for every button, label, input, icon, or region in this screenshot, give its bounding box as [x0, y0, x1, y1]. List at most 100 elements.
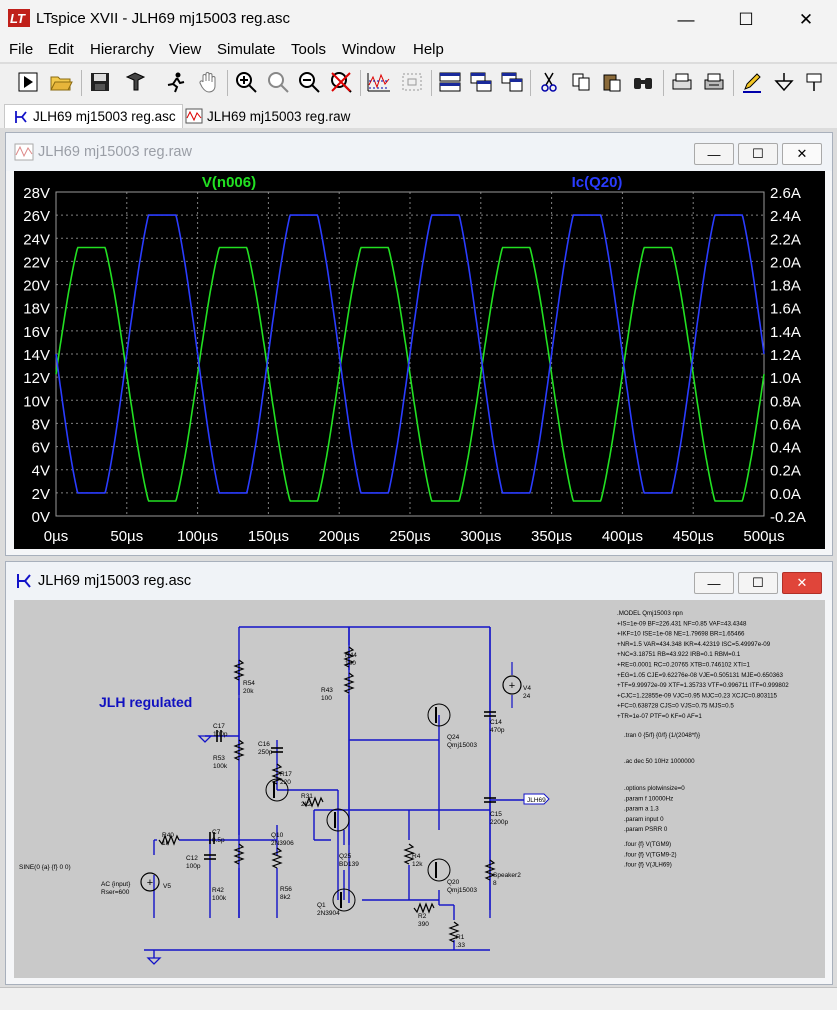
halt-button[interactable] — [162, 68, 190, 96]
waveform-window-titlebar[interactable]: JLH69 mj15003 reg.raw — ☐ ✕ — [6, 133, 832, 171]
waveform-close-button[interactable]: ✕ — [782, 143, 822, 165]
toolbar — [0, 64, 837, 102]
zoom-pan-button[interactable] — [264, 68, 292, 96]
pan-hand-icon — [199, 72, 216, 93]
tab-waveform[interactable]: JLH69 mj15003 reg.raw — [177, 104, 356, 128]
right-axis-tick-label: 2.4A — [770, 208, 801, 225]
component-value-label: 100p — [213, 731, 228, 738]
close-icon: ✕ — [796, 146, 808, 161]
component-ref-label: C17 — [213, 723, 225, 730]
cascade-icon — [470, 72, 492, 92]
component-value-label: 220 — [280, 779, 291, 786]
menu-help[interactable]: Help — [413, 41, 444, 58]
open-button[interactable] — [47, 68, 75, 96]
component-value-label: 100p — [186, 863, 201, 870]
zoom-out-button[interactable] — [295, 68, 323, 96]
left-axis-tick-label: 0V — [32, 509, 50, 526]
menu-tools[interactable]: Tools — [291, 41, 327, 58]
waveform-window-title: JLH69 mj15003 reg.raw — [38, 144, 192, 160]
menu-window[interactable]: Window — [342, 41, 396, 58]
copy-icon — [572, 73, 590, 91]
save-button[interactable] — [86, 68, 114, 96]
cascade-button[interactable] — [467, 68, 495, 96]
spice-model-line: .MODEL Qmj15003 npn — [617, 610, 683, 617]
component-ref-label: C12 — [186, 855, 198, 862]
schematic-window-titlebar[interactable]: JLH69 mj15003 reg.asc — ☐ ✕ — [6, 562, 832, 600]
resistor-symbol — [484, 859, 496, 881]
cut-icon — [541, 72, 557, 92]
transistor-symbol — [332, 888, 356, 912]
spice-model-line: +CJC=1.22855e-09 VJC=0.95 MJC=0.23 XCJC=… — [617, 692, 778, 699]
zoom-in-button[interactable] — [232, 68, 260, 96]
component-value-label: 2N3904 — [317, 910, 340, 917]
tile-vertical-icon — [501, 72, 523, 92]
voltage-source-symbol — [502, 675, 522, 695]
transistor-symbol — [427, 703, 451, 727]
pencil-button[interactable] — [738, 68, 766, 96]
print-setup-button[interactable] — [668, 68, 696, 96]
paste-icon — [603, 74, 621, 92]
zoom-pan-icon — [268, 72, 289, 93]
spice-directive: .param a 1.3 — [624, 806, 659, 813]
right-axis-tick-label: 0.6A — [770, 416, 801, 433]
menu-edit[interactable]: Edit — [48, 41, 74, 58]
spice-directive: .param PSRR 0 — [624, 826, 668, 833]
run-button[interactable] — [14, 68, 42, 96]
schematic-close-button[interactable]: ✕ — [782, 572, 822, 594]
component-ref-label: R31 — [301, 793, 313, 800]
resistor-symbol — [343, 646, 355, 668]
trace-v-n006- — [55, 246, 765, 502]
tab-schematic[interactable]: JLH69 mj15003 reg.asc — [4, 104, 183, 128]
component-value-label: 0.5p — [212, 837, 225, 844]
find-button[interactable] — [629, 68, 657, 96]
schematic-maximize-button[interactable]: ☐ — [738, 572, 778, 594]
autorange-button[interactable] — [365, 68, 393, 96]
resistor-symbol — [233, 843, 245, 865]
tile-horizontal-button[interactable] — [436, 68, 464, 96]
component-ref-label: Speaker2 — [493, 872, 521, 879]
component-ref-label: R4 — [412, 853, 421, 860]
paste-button[interactable] — [598, 68, 626, 96]
waveform-minimize-button[interactable]: — — [694, 143, 734, 165]
maximize-button[interactable]: ☐ — [723, 0, 769, 40]
component-value-label: Qmj15003 — [447, 742, 477, 749]
zoom-out-icon — [299, 72, 320, 93]
zoom-cancel-button[interactable] — [327, 68, 355, 96]
component-value-label: .33 — [456, 942, 465, 949]
menu-simulate[interactable]: Simulate — [217, 41, 276, 58]
component-ref-label: C7 — [212, 829, 221, 836]
spice-model-line: +RE=0.0001 RC=0.20765 XTB=0.746102 XTI=1 — [617, 662, 751, 669]
menu-view[interactable]: View — [169, 41, 202, 58]
x-axis-tick-label: 50µs — [110, 528, 143, 545]
left-axis-tick-label: 20V — [23, 278, 50, 295]
schematic-window-title: JLH69 mj15003 reg.asc — [38, 573, 192, 589]
right-axis-tick-label: 2.6A — [770, 185, 801, 202]
ground-button[interactable] — [770, 68, 798, 96]
component-ref-label: Q24 — [447, 734, 460, 741]
spice-directive: .ac dec 50 10Hz 1000000 — [624, 758, 695, 765]
schematic-minimize-button[interactable]: — — [694, 572, 734, 594]
left-axis-tick-label: 18V — [23, 301, 50, 318]
menu-file[interactable]: File — [9, 41, 34, 58]
zoom-fit-button[interactable] — [398, 68, 426, 96]
right-axis-tick-label: 0.2A — [770, 463, 801, 480]
x-axis-tick-label: 300µs — [460, 528, 501, 545]
waveform-maximize-button[interactable]: ☐ — [738, 143, 778, 165]
resistor-symbol — [271, 763, 283, 785]
tile-vertical-button[interactable] — [498, 68, 526, 96]
component-ref-label: R56 — [280, 886, 292, 893]
close-button[interactable]: ✕ — [783, 0, 829, 40]
minimize-button[interactable]: — — [663, 0, 709, 40]
waveform-icon — [185, 108, 203, 124]
cut-button[interactable] — [535, 68, 563, 96]
control-panel-button[interactable] — [122, 68, 150, 96]
component-ref-label: R54 — [243, 680, 255, 687]
print-button[interactable] — [700, 68, 728, 96]
pan-button[interactable] — [194, 68, 222, 96]
resistor-symbol — [158, 834, 180, 846]
copy-button[interactable] — [567, 68, 595, 96]
probe-button[interactable] — [800, 68, 828, 96]
menu-hierarchy[interactable]: Hierarchy — [90, 41, 155, 58]
